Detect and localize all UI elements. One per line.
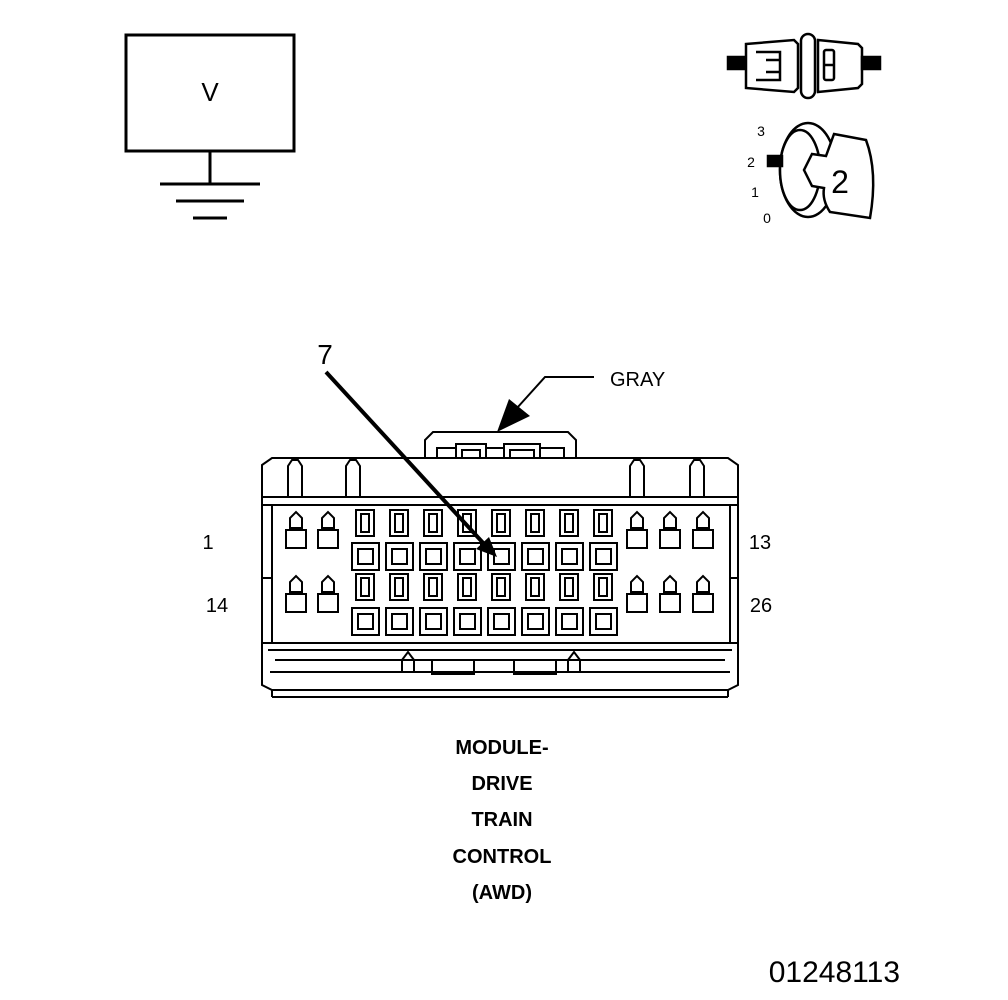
component-name-line-3: TRAIN — [471, 809, 532, 831]
voltmeter-symbol — [124, 33, 296, 220]
pin-number-1: 1 — [202, 532, 213, 554]
pin-7-callout-label: 7 — [317, 339, 333, 370]
pin-7-callout-arrow — [324, 370, 497, 557]
component-name-line-5: (AWD) — [472, 882, 532, 904]
key-position-1: 1 — [751, 184, 759, 200]
key-position-0: 0 — [763, 210, 771, 226]
component-name-line-4: CONTROL — [453, 846, 552, 868]
connector-disconnect-icon — [726, 32, 882, 100]
ignition-key-icon — [766, 121, 875, 220]
component-name-line-1: MODULE- — [455, 737, 548, 759]
voltmeter-label: V — [201, 77, 219, 107]
figure-id: 01248113 — [769, 956, 900, 989]
connector-color-label: GRAY — [610, 369, 665, 391]
key-position-2: 2 — [747, 154, 755, 170]
pin-number-13: 13 — [749, 532, 771, 554]
small-pin-cavities — [285, 510, 714, 613]
large-pin-cavities — [351, 509, 618, 636]
pin-number-26: 26 — [750, 595, 772, 617]
pin-number-14: 14 — [206, 595, 228, 617]
pin-cavity-column — [351, 509, 380, 636]
component-name-line-2: DRIVE — [471, 773, 532, 795]
key-selected-position: 2 — [831, 164, 849, 200]
key-position-3: 3 — [757, 123, 765, 139]
gray-color-callout-arrow — [497, 376, 594, 432]
